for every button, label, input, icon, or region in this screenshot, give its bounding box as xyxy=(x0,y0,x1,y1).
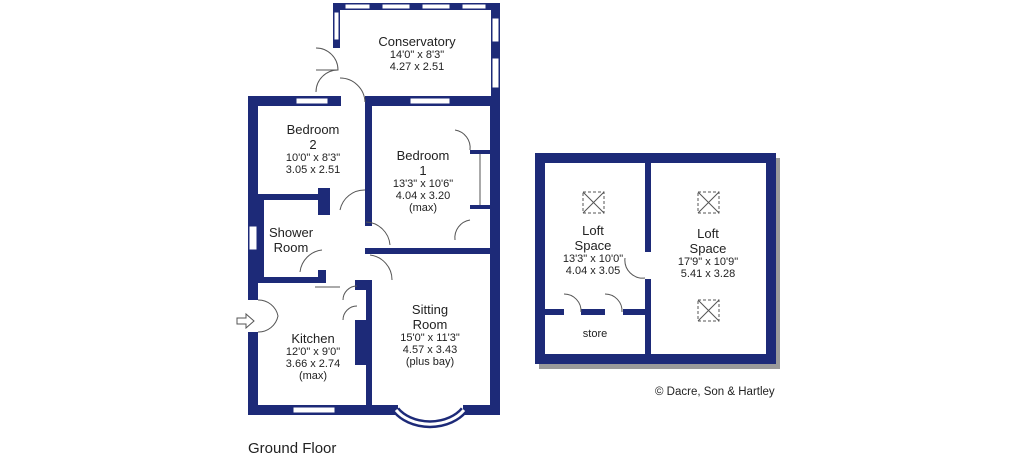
bay-window xyxy=(392,407,468,429)
room-size-imperial: 17'9" x 10'9" xyxy=(677,256,739,268)
room-number: 1 xyxy=(419,163,427,178)
copyright: © Dacre, Son & Hartley xyxy=(655,386,775,398)
room-size-imperial: 14'0" x 8'3" xyxy=(389,49,445,61)
room-name: Shower xyxy=(268,225,314,240)
room-name-2: Space xyxy=(689,241,727,256)
room-name-2: Space xyxy=(574,238,612,253)
room-number: 2 xyxy=(309,137,317,152)
room-name: Loft xyxy=(697,226,719,241)
room-name: Bedroom xyxy=(396,148,450,163)
room-sitting: Sitting Room 15'0" x 11'3" 4.57 x 3.43 (… xyxy=(400,302,460,368)
room-store: store xyxy=(583,328,607,340)
room-note: (max) xyxy=(408,202,438,214)
room-size-metric: 4.04 x 3.20 xyxy=(395,190,451,202)
room-size-metric: 5.41 x 3.28 xyxy=(680,268,736,280)
skylight-icon xyxy=(582,191,720,322)
room-note: (plus bay) xyxy=(405,356,455,368)
room-shower: Shower Room xyxy=(269,225,313,255)
room-name: Loft xyxy=(582,223,604,238)
room-size-imperial: 10'0" x 8'3" xyxy=(285,152,341,164)
room-size-imperial: 15'0" x 11'3" xyxy=(400,332,460,344)
room-name: Bedroom xyxy=(286,122,340,137)
room-size-imperial: 12'0" x 9'0" xyxy=(285,346,341,358)
room-name: Sitting xyxy=(411,302,449,317)
room-size-imperial: 13'3" x 10'0" xyxy=(562,253,624,265)
room-bedroom-1: Bedroom 1 13'3" x 10'6" 4.04 x 3.20 (max… xyxy=(393,148,453,214)
room-size-metric: 4.27 x 2.51 xyxy=(389,61,445,73)
room-name-2: Room xyxy=(412,317,448,332)
room-name: store xyxy=(582,328,608,340)
room-bedroom-2: Bedroom 2 10'0" x 8'3" 3.05 x 2.51 xyxy=(286,122,340,176)
room-conservatory: Conservatory 14'0" x 8'3" 4.27 x 2.51 xyxy=(378,34,455,73)
doors xyxy=(257,47,471,333)
room-name: Conservatory xyxy=(378,34,456,49)
room-size-imperial: 13'3" x 10'6" xyxy=(392,178,454,190)
ground-floor-walls xyxy=(248,3,500,415)
room-size-metric: 4.04 x 3.05 xyxy=(565,265,621,277)
room-name: Kitchen xyxy=(291,331,335,346)
room-loft-space-2: Loft Space 17'9" x 10'9" 5.41 x 3.28 xyxy=(678,226,738,280)
loft-walls xyxy=(535,153,780,369)
room-note: (max) xyxy=(298,370,328,382)
room-kitchen: Kitchen 12'0" x 9'0" 3.66 x 2.74 (max) xyxy=(286,331,340,382)
room-size-metric: 3.66 x 2.74 xyxy=(285,358,341,370)
room-size-metric: 4.57 x 3.43 xyxy=(402,344,458,356)
entrance-arrow-icon xyxy=(236,312,255,330)
floor-title: Ground Floor xyxy=(248,440,337,457)
room-name-2: Room xyxy=(273,240,309,255)
room-size-metric: 3.05 x 2.51 xyxy=(285,164,341,176)
room-loft-space-1: Loft Space 13'3" x 10'0" 4.04 x 3.05 xyxy=(563,223,623,277)
